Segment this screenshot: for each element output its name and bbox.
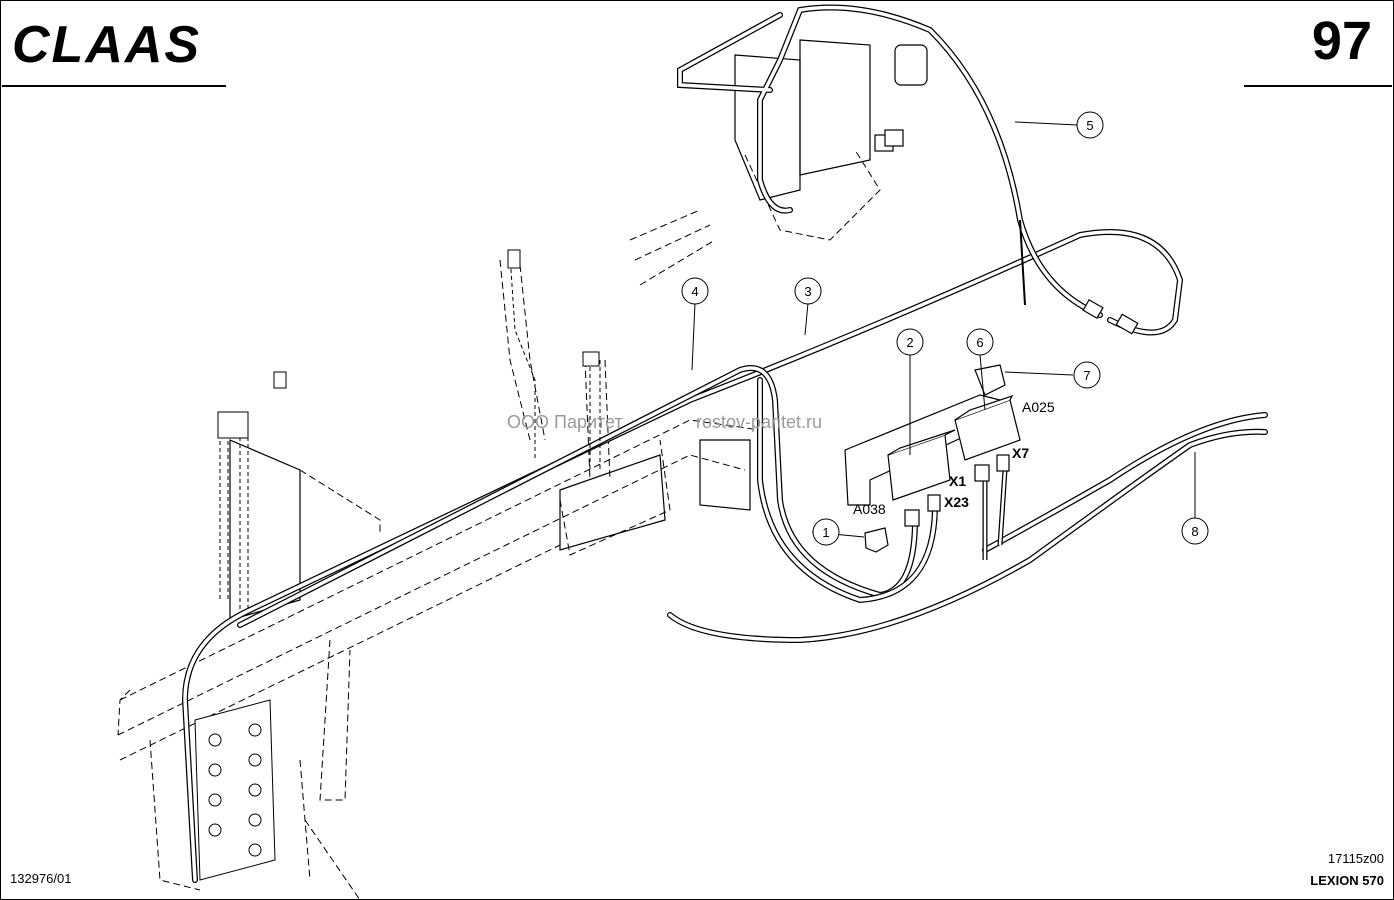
- callout-2-label: 2: [906, 335, 913, 350]
- harness-4: [237, 365, 918, 628]
- callout-4-label: 4: [691, 284, 698, 299]
- watermark-site: rostov-paritet.ru: [696, 412, 822, 432]
- callout-2: 2: [896, 328, 924, 356]
- callout-5-label: 5: [1086, 118, 1093, 133]
- drawing-number: 132976/01: [10, 871, 72, 886]
- valve-block: [194, 699, 276, 881]
- connector-x1: [974, 464, 990, 482]
- callout-1-label: 1: [822, 525, 829, 540]
- header-rule-right: [1244, 85, 1392, 87]
- harness-3-inner: [183, 230, 1182, 882]
- callout-1: 1: [812, 518, 840, 546]
- module-a038-label: A038: [853, 501, 886, 517]
- module-a025: [954, 364, 1021, 461]
- claas-logo: CLAAS: [12, 18, 234, 68]
- watermark-company: ООО Паритет: [507, 412, 623, 432]
- harness-4-inner: [238, 366, 917, 627]
- connector-x7-label: X7: [1012, 445, 1029, 461]
- connector-x23: [904, 494, 941, 527]
- harness-4b-inner: [758, 378, 937, 602]
- pipe-fittings: [217, 249, 600, 439]
- callout-8-label: 8: [1191, 524, 1198, 539]
- vertical-pipes: [219, 254, 601, 610]
- reference-code: 17115z00: [1327, 851, 1384, 866]
- harness-8-inner: [668, 413, 1267, 642]
- clip-part-1: [864, 527, 889, 553]
- callout-5: 5: [1076, 111, 1104, 139]
- brand-logo-text: CLAAS: [12, 18, 201, 68]
- connector-leads-inner: [983, 469, 1007, 560]
- connector-x7: [996, 454, 1010, 472]
- harness-5-inner: [678, 5, 1102, 317]
- harness-5-tail: [1019, 219, 1026, 306]
- module-a025-label: A025: [1022, 399, 1055, 415]
- callout-6-label: 6: [976, 335, 983, 350]
- callout-6: 6: [966, 328, 994, 356]
- cable-end-connectors: [874, 44, 1139, 335]
- page-number: 97: [1311, 11, 1372, 71]
- connector-x23-label: X23: [944, 494, 969, 510]
- callout-7: 7: [1073, 361, 1101, 389]
- callout-3-label: 3: [804, 284, 811, 299]
- callout-8: 8: [1181, 517, 1209, 545]
- callout-3: 3: [794, 277, 822, 305]
- header-rule-left: [2, 85, 226, 87]
- model-name: LEXION 570: [1310, 873, 1384, 888]
- frame-plates: [229, 39, 871, 621]
- callout-7-label: 7: [1083, 368, 1090, 383]
- leader-lines: [691, 121, 1196, 538]
- connector-x1-label: X1: [949, 473, 966, 489]
- callout-4: 4: [681, 277, 709, 305]
- harness-5: [677, 4, 1103, 318]
